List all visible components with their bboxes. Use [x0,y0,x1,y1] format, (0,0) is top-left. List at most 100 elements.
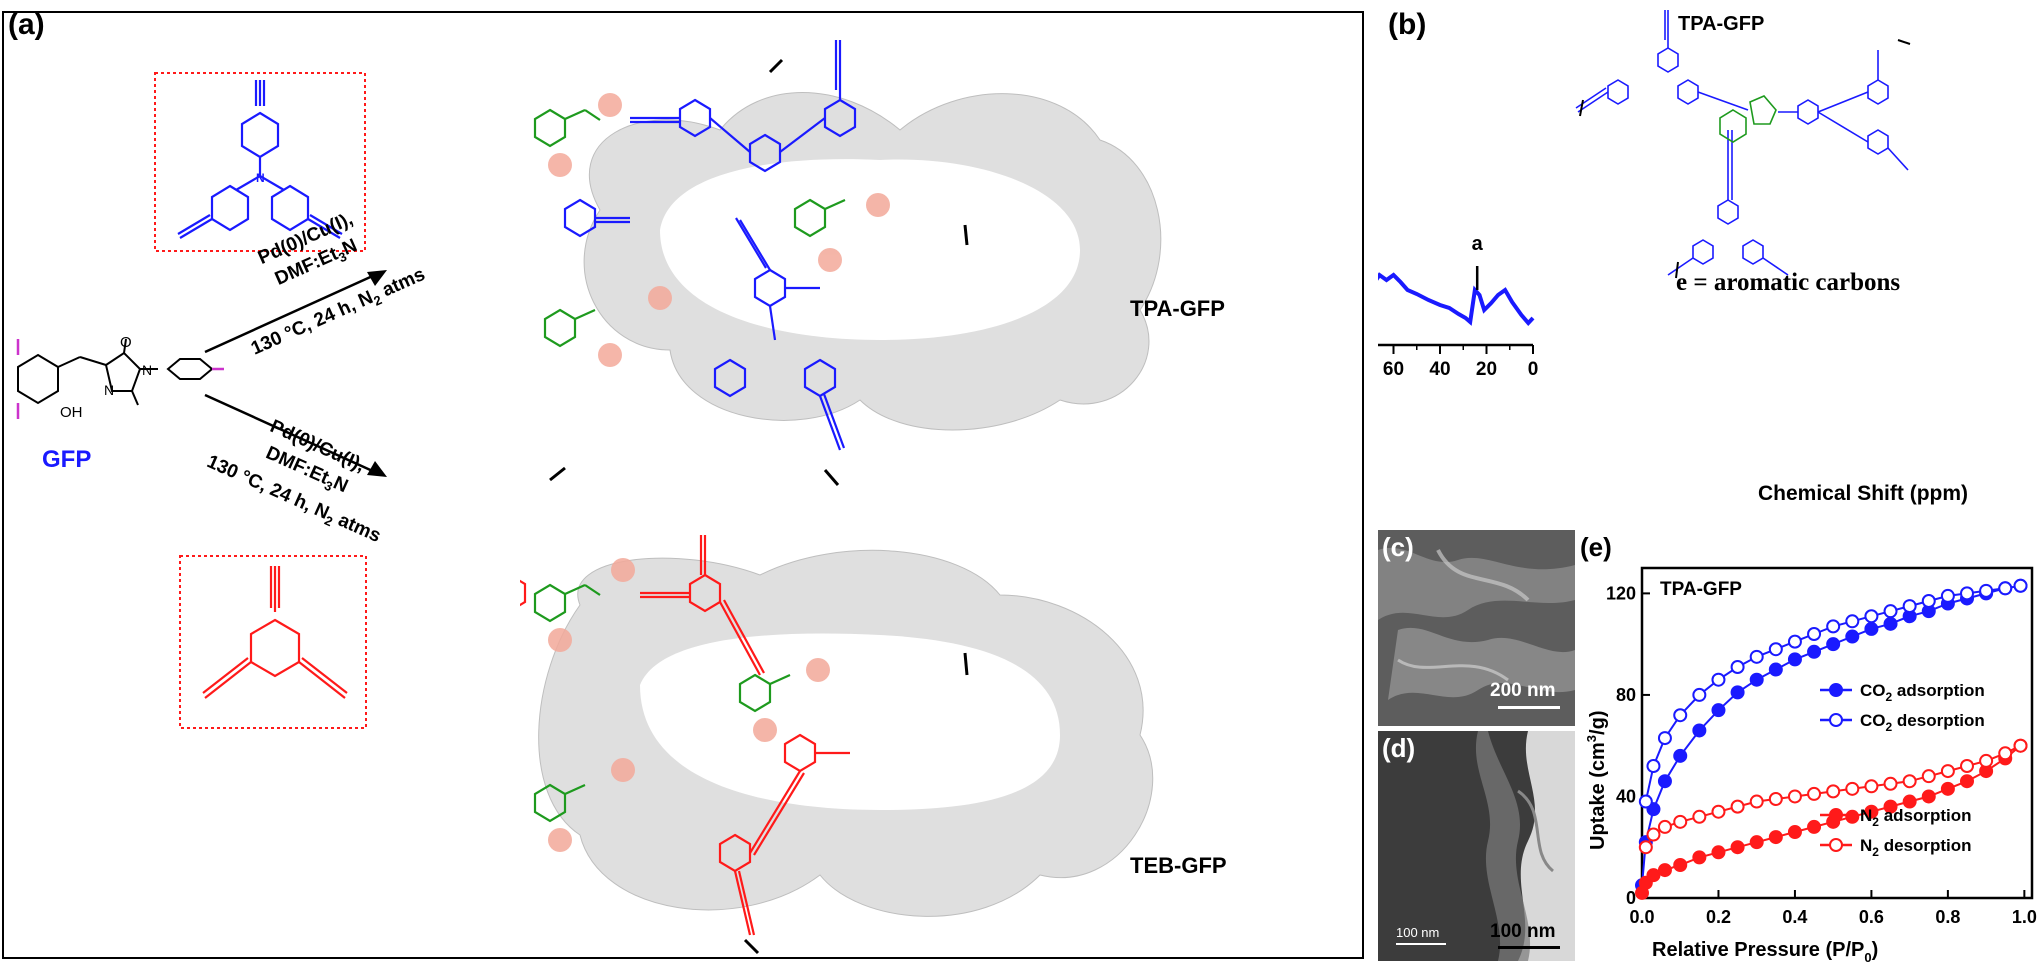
tem-scale-bar-small [1396,943,1446,945]
tem-scale-label-small: 100 nm [1396,925,1440,940]
isotherm-point [1730,660,1745,674]
isotherm-point [1979,753,1994,768]
isotherm-x-tick-label: 0.4 [1782,907,1807,927]
isotherm-point [1960,759,1974,773]
nmr-peak-labels: edfghcba [1472,233,1484,290]
nmr-peak-a: a [1472,233,1484,290]
isotherm-point [1657,731,1672,746]
sem-image: (c) 200 nm [1378,530,1575,726]
isotherm-point [1845,781,1860,796]
nmr-tick-label: 60 [1383,359,1404,380]
nmr-x-axis: 200180160140120100806040200 [1378,343,1538,380]
isotherm-x-tick-label: 0.0 [1629,907,1654,927]
reaction-arrows [204,270,387,477]
isotherm-point [1940,764,1955,779]
isotherm-y-label: Uptake (cm3/g) [1584,711,1609,850]
isotherm-point [2013,578,2028,593]
isotherm-point [1921,594,1936,608]
isotherm-point [1692,809,1707,824]
imid-n-label: N [142,362,152,378]
isotherm-point [1845,809,1860,824]
isotherm-point [1768,792,1783,806]
isotherm-legend-label: CO2 desorption [1860,711,1985,734]
teb-gfp-network [520,535,1154,955]
isotherm-y-tick-label: 40 [1616,786,1636,806]
isotherm-point [1730,799,1745,814]
isotherm-point [1787,634,1802,649]
isotherm-point [1638,794,1653,809]
isotherm-point [1883,799,1898,814]
isotherm-point [1673,748,1688,763]
isotherm-point [1864,779,1879,794]
isotherm-point [1807,819,1822,834]
isotherm-point [1787,789,1802,804]
isotherm-point [1638,840,1653,855]
panel-label-d: (d) [1382,733,1416,763]
carbonyl-o-label: O [120,335,132,351]
isotherm-point [1883,616,1898,631]
isotherm-point [1807,627,1822,641]
isotherm-point [1883,604,1898,619]
nmr-title: TPA-GFP [1678,13,1764,35]
isotherm-point [1826,619,1841,634]
isotherm-point [1787,652,1802,667]
nmr-spectrum: 200180160140120100806040200 edfghcba [1378,10,1968,505]
nmr-curve [1378,272,1535,326]
teb-gfp-product-label: TEB-GFP [1130,853,1227,878]
isotherm-point [1921,769,1936,784]
isotherm-point [1807,786,1822,801]
isotherm-point [1657,774,1672,789]
nmr-x-label: Chemical Shift (ppm) [1758,482,1968,505]
isotherm-point [1749,672,1764,687]
isotherm-x-tick-label: 0.6 [1859,907,1884,927]
tpa-gfp-product-label: TPA-GFP [1130,296,1225,321]
isotherm-legend-item-0: CO2 adsorption [1820,681,1985,704]
isotherm-legend-item-3: N2 desorption [1820,836,1972,859]
isotherm-legend-label: N2 desorption [1860,836,1972,859]
isotherm-point [1883,776,1898,791]
sem-texture [1378,530,1575,726]
panel-label-e: (e) [1580,532,1612,562]
isotherm-point [1998,746,2013,761]
isotherm-series-3 [1638,738,2028,855]
isotherm-point [1657,819,1672,834]
isotherm-point [1711,845,1726,860]
scheme-frame [2,11,1364,959]
isotherm-point [1646,759,1661,773]
tem-scale-label: 100 nm [1490,921,1556,942]
hydroxyl-label: OH [60,404,83,421]
isotherm-x-tick-label: 1.0 [2012,907,2037,927]
panel-label-c: (c) [1382,532,1414,562]
isotherm-point [1730,685,1745,700]
isotherm-point [1692,850,1707,865]
tem-image: (d) 100 nm 100 nm [1378,731,1575,961]
nmr-tick-label: 40 [1429,359,1450,380]
sem-scale-label: 200 nm [1490,680,1556,701]
isotherm-series-1 [1638,578,2028,809]
tpa-gfp-network [533,40,1162,486]
nmr-tick-label: 20 [1476,359,1497,380]
isotherm-point [1646,868,1661,883]
isotherm-y-tick-label: 0 [1626,888,1636,908]
isotherm-point [1711,703,1726,718]
isotherm-point [1730,840,1745,855]
isotherm-point [1826,637,1841,652]
tem-scale-bar [1498,946,1560,949]
isotherm-legend-label: N2 adsorption [1860,806,1972,829]
nmr-aromatic-note: e = aromatic carbons [1676,269,1900,296]
isotherm-point [1692,687,1707,702]
isotherm-x-tick-label: 0.8 [1935,907,1960,927]
isotherm-legend-label: CO2 adsorption [1860,681,1985,704]
isotherm-point [1921,789,1936,804]
isotherm-point [1749,835,1764,850]
isotherm-legend-item-2: N2 adsorption [1820,806,1972,829]
isotherm-point [1768,830,1783,845]
isotherm-point [1768,662,1783,677]
isotherm-y-tick-label: 120 [1606,583,1636,603]
isotherm-point [1807,644,1822,659]
isotherm-line [1644,584,2021,802]
tea-monomer-structure: N [154,72,366,252]
